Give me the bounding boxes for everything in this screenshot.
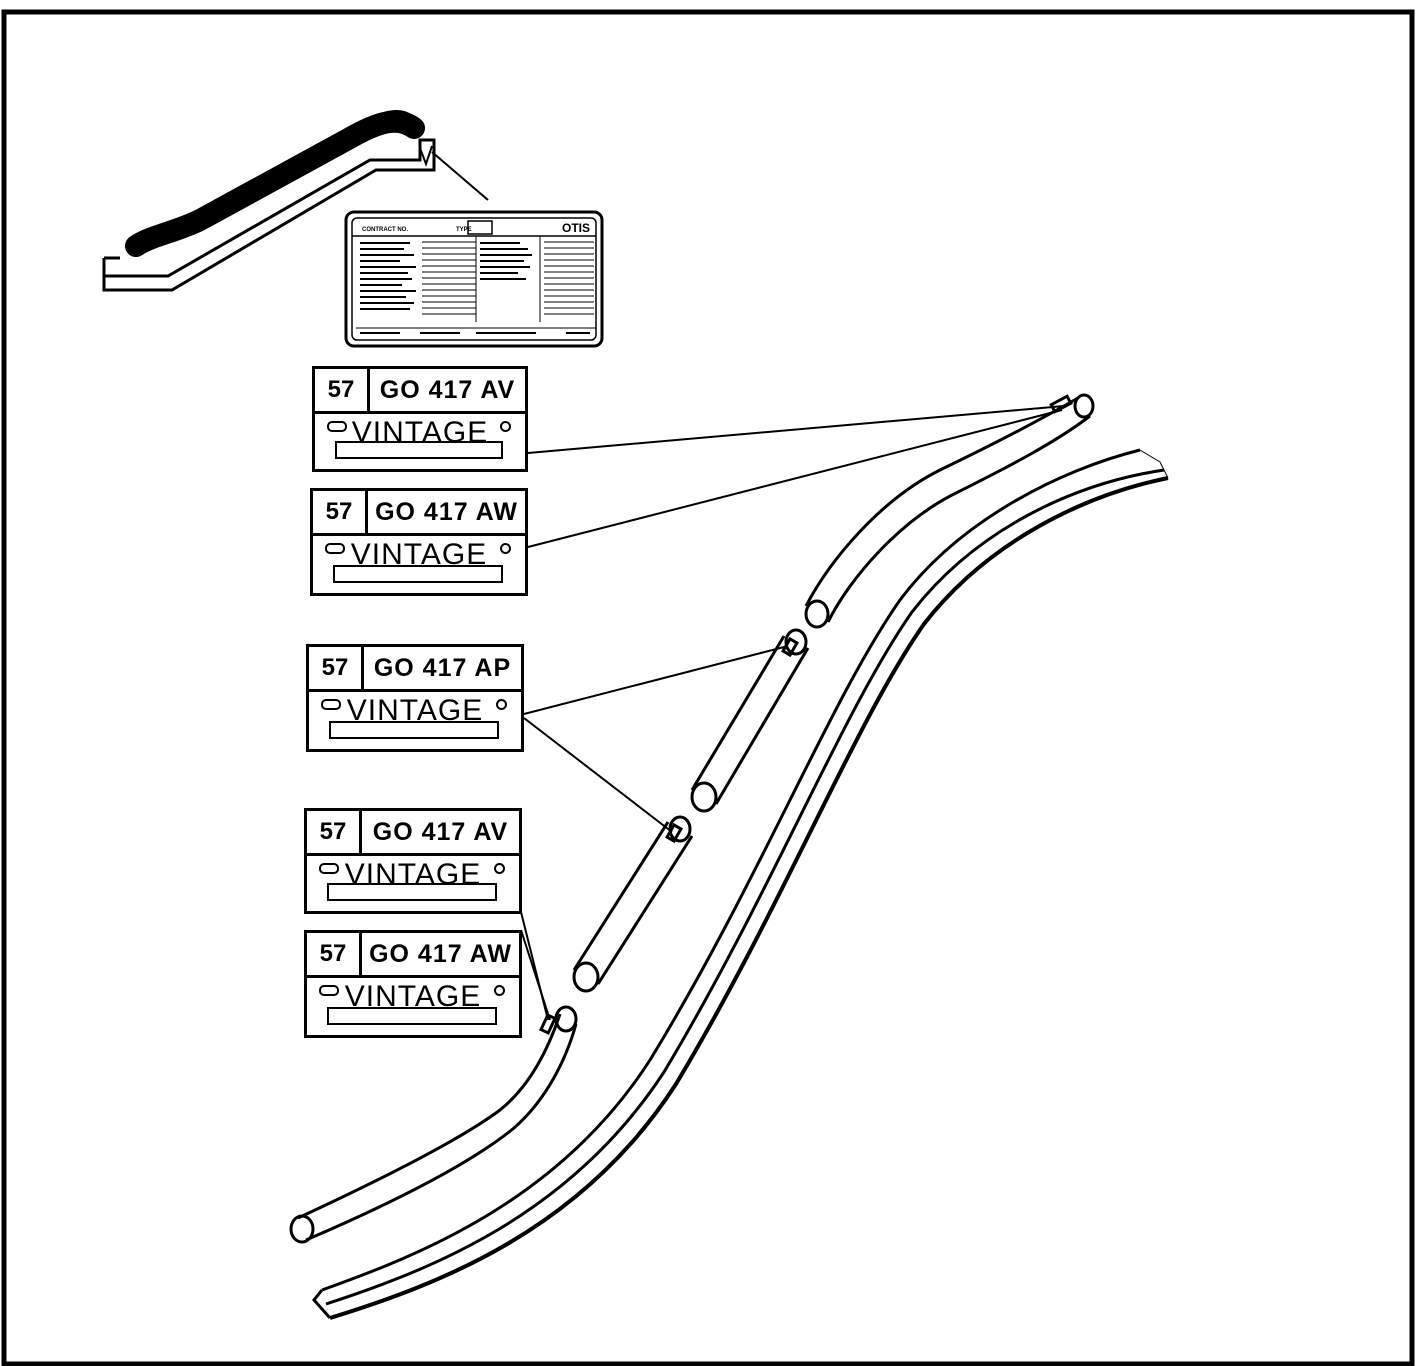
tag-prefix: 57 — [315, 369, 370, 411]
escalator-handrail-top — [346, 110, 418, 143]
tag-hole-icon — [496, 699, 507, 710]
tag-blank-bar — [329, 721, 499, 739]
tag-slot-icon — [327, 421, 347, 432]
tag-prefix: 57 — [307, 811, 362, 853]
part-tag: 57 GO 417 AW VINTAGE — [304, 930, 522, 1038]
tag-hole-icon — [494, 985, 505, 996]
tag-blank-bar — [335, 441, 503, 459]
plate-contract-label: CONTRACT NO. — [362, 227, 408, 233]
escalator-outline — [102, 138, 436, 292]
tag-prefix: 57 — [307, 933, 362, 975]
part-tag: 57 GO 417 AV VINTAGE — [304, 808, 522, 914]
plate-type-label: TYPE — [456, 227, 472, 233]
page-border — [1, 9, 1415, 1366]
tag-part-code: GO 417 AV — [372, 817, 509, 846]
tag-brand: VINTAGE — [351, 416, 489, 449]
tag-part-code: GO 417 AW — [369, 939, 512, 968]
tag-slot-icon — [325, 543, 345, 554]
part-tag: 57 GO 417 AV VINTAGE — [312, 366, 528, 472]
tag-part-code: GO 417 AP — [373, 653, 512, 682]
tag-part-code: GO 417 AV — [379, 375, 516, 404]
tag-slot-icon — [321, 699, 341, 710]
handrail-section-upper — [804, 393, 1095, 629]
tag-blank-bar — [333, 565, 503, 583]
tag-slot-icon — [319, 985, 339, 996]
plate-location-mark — [419, 145, 433, 167]
tag-slot-icon — [319, 863, 339, 874]
guide-rail — [312, 448, 1169, 1320]
otis-data-plate: CONTRACT NO. TYPE OTIS — [344, 210, 604, 348]
part-tag: 57 GO 417 AP VINTAGE — [306, 644, 524, 752]
tag-hole-icon — [500, 543, 511, 554]
handrail-section-lower — [289, 1005, 578, 1244]
leader-lines — [520, 405, 1065, 1021]
tag-blank-bar — [327, 1007, 497, 1025]
tag-prefix: 57 — [313, 491, 368, 533]
plate-brand: OTIS — [562, 221, 590, 235]
tag-part-code: GO 417 AW — [375, 497, 518, 526]
tag-brand: VINTAGE — [344, 858, 482, 891]
plate-leader-line — [431, 151, 489, 201]
tag-prefix: 57 — [309, 647, 364, 689]
tag-hole-icon — [500, 421, 511, 432]
part-tag: 57 GO 417 AW VINTAGE — [310, 488, 528, 596]
tag-hole-icon — [494, 863, 505, 874]
handrail-section-3 — [572, 815, 694, 993]
tag-blank-bar — [327, 883, 497, 901]
handrail-section-2 — [690, 628, 810, 813]
